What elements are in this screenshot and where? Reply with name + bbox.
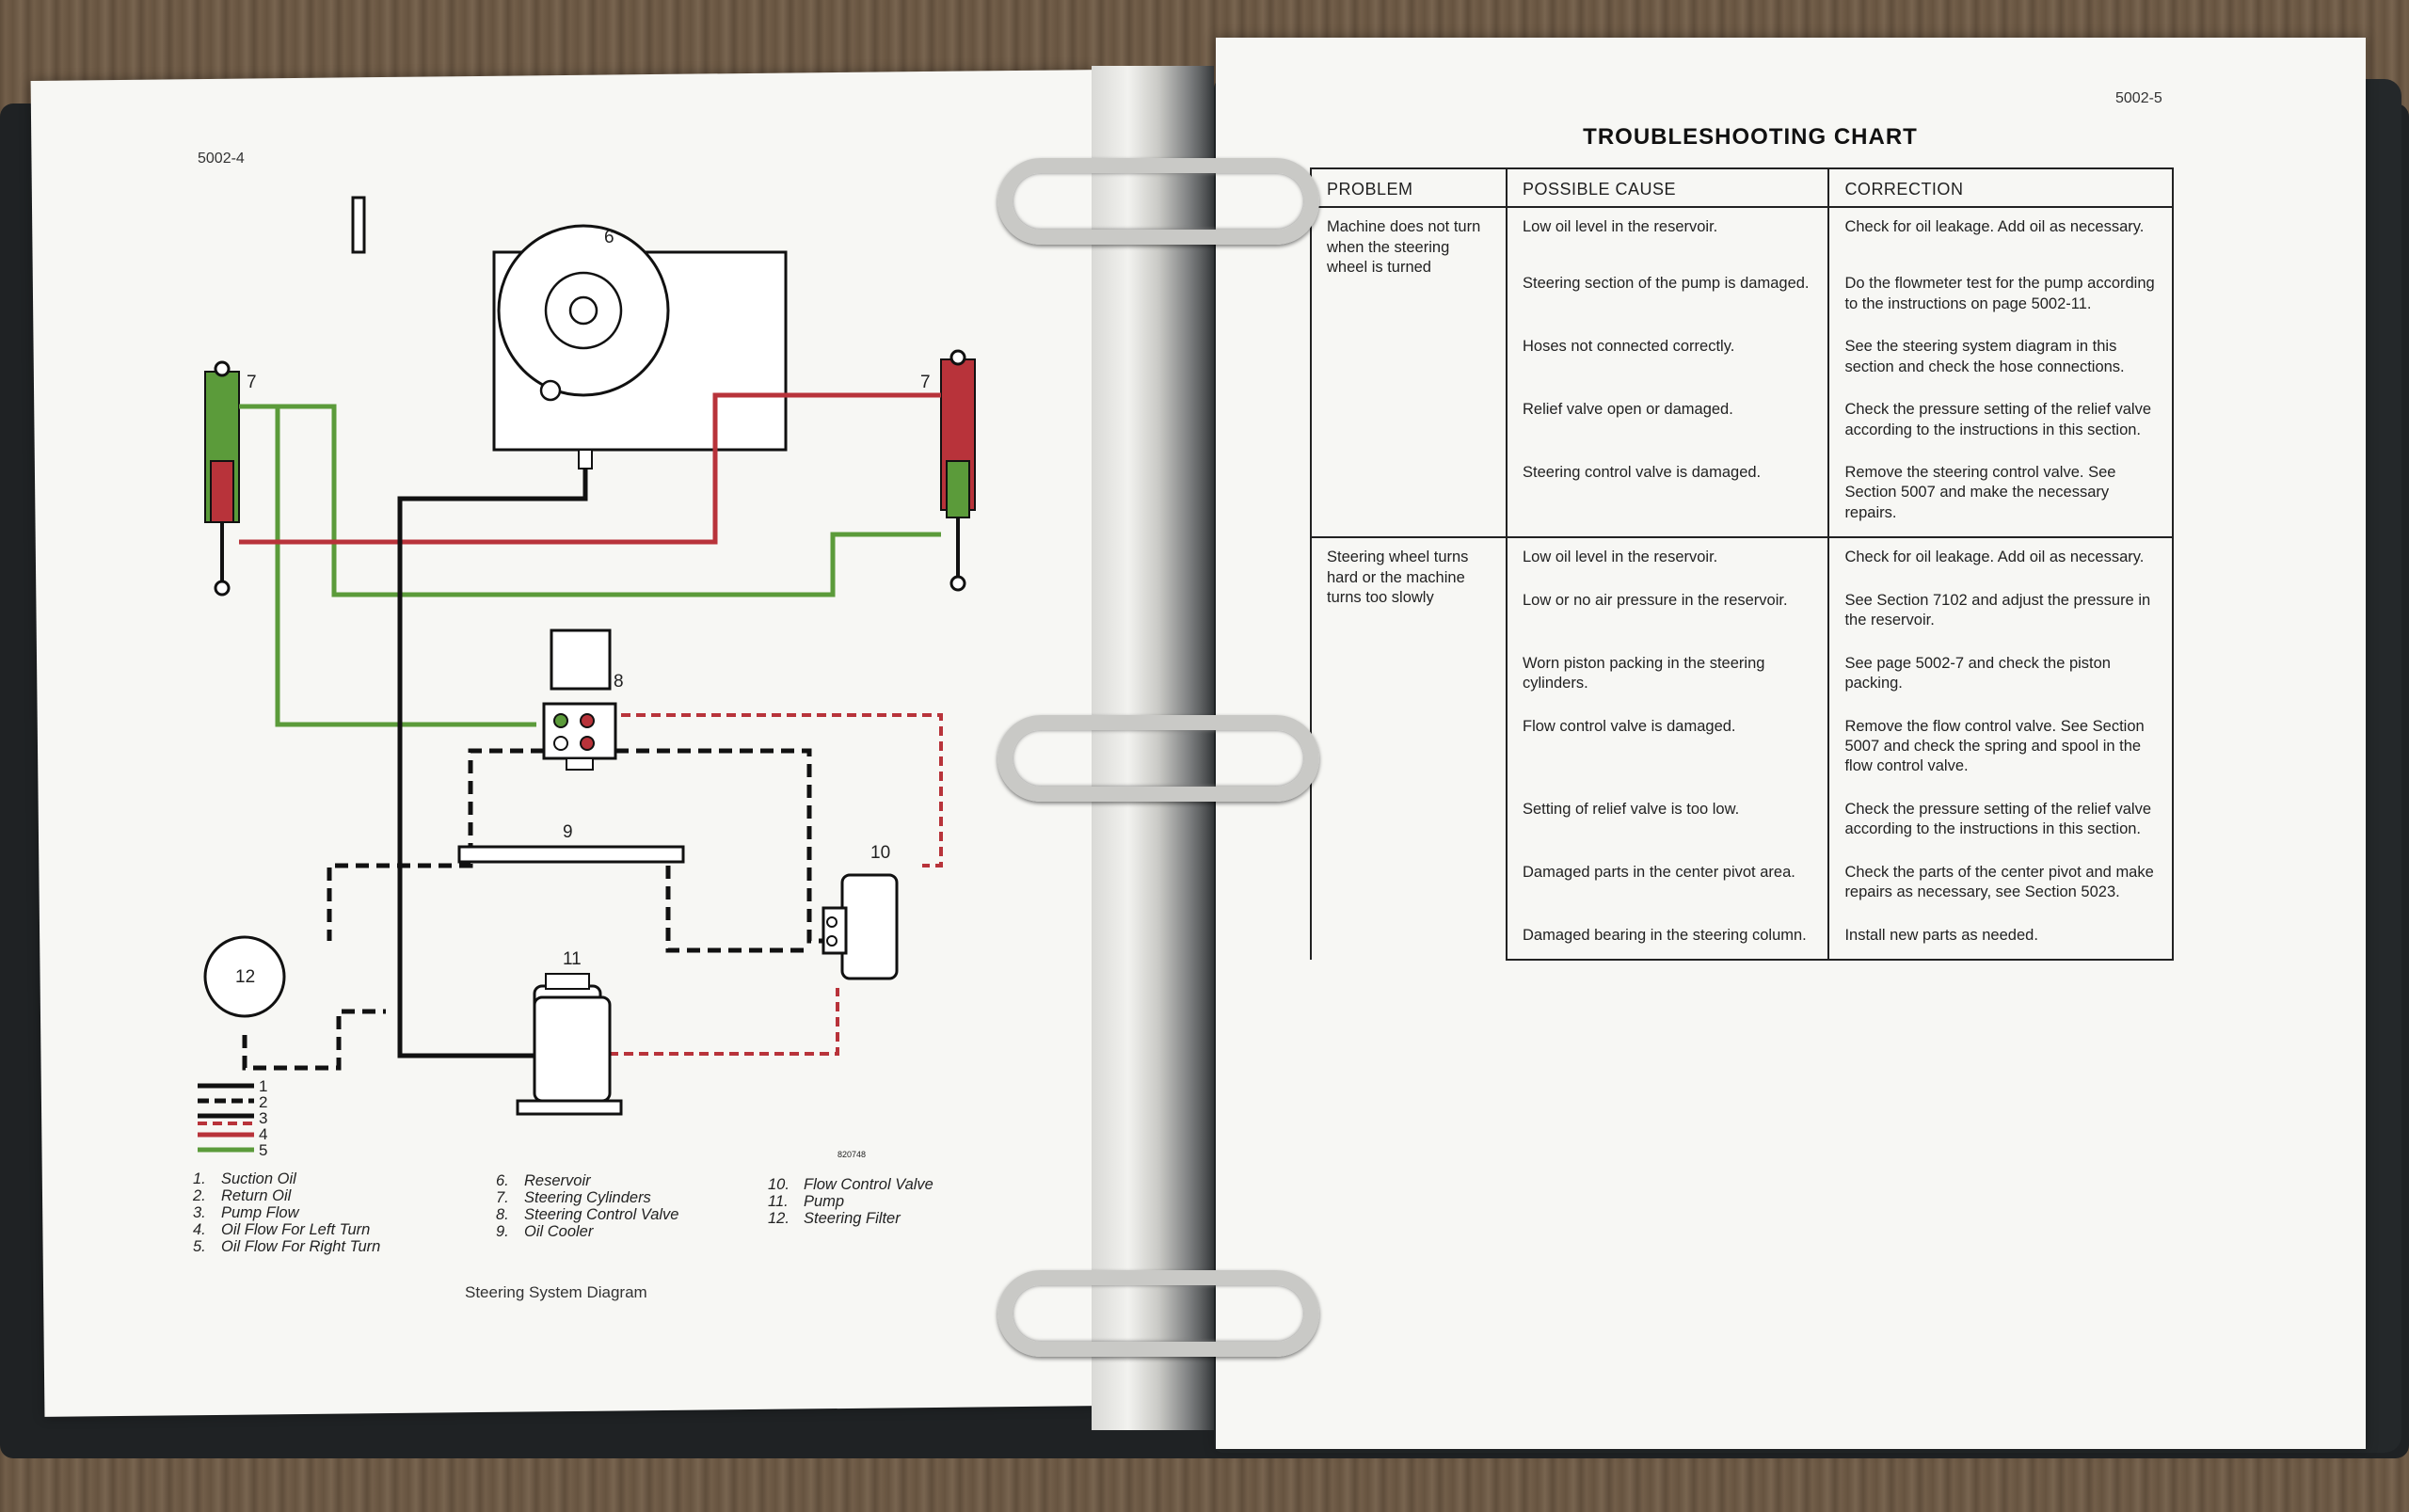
legend-item: 12.Steering Filter (768, 1210, 901, 1227)
steering-control-valve (542, 629, 617, 771)
figure-code: 820748 (838, 1150, 866, 1159)
binder-ring-top (997, 158, 1319, 245)
page-stack-spine (1092, 66, 1214, 1430)
legend-line-label-2: 2 (259, 1093, 267, 1111)
callout-7-right: 7 (920, 373, 931, 392)
problem-cell: Steering wheel turns hard or the machine… (1310, 536, 1508, 961)
table-row: Low or no air pressure in the reservoir.… (1311, 581, 2174, 645)
callout-11: 11 (563, 949, 582, 969)
cause-cell: Flow control valve is damaged. (1505, 707, 1830, 790)
correction-cell: Install new parts as needed. (1827, 915, 2174, 962)
correction-cell: See the steering system diagram in this … (1827, 327, 2174, 391)
correction-cell: Check the parts of the center pivot and … (1827, 852, 2174, 916)
cause-cell: Relief valve open or damaged. (1505, 390, 1830, 454)
callout-10: 10 (870, 843, 890, 863)
legend-line-label-3: 3 (259, 1109, 267, 1127)
correction-cell: Check the pressure setting of the relief… (1827, 390, 2174, 454)
callout-7-left: 7 (247, 373, 257, 392)
cause-cell: Low or no air pressure in the reservoir. (1505, 581, 1830, 645)
steering-diagram-lower: 1 2 3 4 5 820748 (198, 922, 866, 1159)
callout-8: 8 (614, 672, 624, 692)
callout-9: 9 (563, 822, 573, 842)
binder-ring-middle (997, 715, 1319, 802)
binder-ring-bottom (997, 1270, 1319, 1357)
legend-line-label-4: 4 (259, 1125, 267, 1143)
legend-item: 4.Oil Flow For Left Turn (193, 1221, 371, 1238)
correction-cell: Remove the steering control valve. See S… (1827, 454, 2174, 538)
legend-item: 8.Steering Control Valve (496, 1206, 679, 1223)
legend-line-label-1: 1 (259, 1077, 267, 1095)
legend-line-label-5: 5 (259, 1141, 267, 1159)
correction-cell: Remove the flow control valve. See Secti… (1827, 707, 2174, 790)
callout-12: 12 (235, 967, 255, 987)
legend-item: 7.Steering Cylinders (496, 1189, 651, 1206)
table-row: Hoses not connected correctly. See the s… (1311, 327, 2174, 391)
legend-item: 1.Suction Oil (193, 1170, 296, 1187)
cause-cell: Low oil level in the reservoir. (1505, 536, 1830, 581)
left-steering-cylinder (204, 360, 240, 597)
correction-cell: Check the pressure setting of the relief… (1827, 789, 2174, 853)
cause-cell: Steering control valve is damaged. (1505, 454, 1830, 538)
troubleshooting-chart-title: TROUBLESHOOTING CHART (1583, 124, 1918, 150)
correction-cell: Check for oil leakage. Add oil as necess… (1827, 206, 2174, 265)
legend-item: 9.Oil Cooler (496, 1223, 594, 1240)
cause-cell: Damaged bearing in the steering column. (1505, 915, 1830, 962)
table-header-row: PROBLEM POSSIBLE CAUSE CORRECTION (1310, 167, 2174, 209)
oil-cooler (457, 845, 685, 864)
table-row: Relief valve open or damaged. Check the … (1311, 390, 2174, 454)
table-row: Setting of relief valve is too low. Chec… (1311, 789, 2174, 853)
correction-cell: See Section 7102 and adjust the pressure… (1827, 581, 2174, 645)
header-possible-cause: POSSIBLE CAUSE (1505, 167, 1830, 209)
correction-cell: See page 5002-7 and check the piston pac… (1827, 644, 2174, 708)
right-steering-cylinder (940, 349, 976, 592)
legend-item: 2.Return Oil (193, 1187, 292, 1204)
correction-cell: Check for oil leakage. Add oil as necess… (1827, 536, 2174, 581)
troubleshooting-table: PROBLEM POSSIBLE CAUSE CORRECTION Machin… (1310, 167, 2174, 962)
cause-cell: Setting of relief valve is too low. (1505, 789, 1830, 853)
cause-cell: Low oil level in the reservoir. (1505, 206, 1830, 265)
legend-item: 5.Oil Flow For Right Turn (193, 1238, 381, 1255)
table-row: Steering section of the pump is damaged.… (1311, 264, 2174, 328)
left-page-number: 5002-4 (198, 151, 245, 167)
legend-item: 6.Reservoir (496, 1172, 591, 1189)
table-row: Damaged parts in the center pivot area. … (1311, 852, 2174, 916)
steering-filter (203, 935, 286, 1018)
table-row: Steering control valve is damaged. Remov… (1311, 454, 2174, 538)
header-problem: PROBLEM (1310, 167, 1508, 209)
flow-control-valve (822, 873, 899, 980)
legend-item: 10.Flow Control Valve (768, 1176, 933, 1193)
cause-cell: Worn piston packing in the steering cyli… (1505, 644, 1830, 708)
callout-6: 6 (604, 228, 614, 247)
cause-cell: Damaged parts in the center pivot area. (1505, 852, 1830, 916)
header-correction: CORRECTION (1827, 167, 2174, 209)
steering-system-diagram: 6 7 7 8 (203, 196, 976, 1054)
right-page-number: 5002-5 (2115, 90, 2162, 106)
legend-item: 3.Pump Flow (193, 1204, 299, 1221)
legend-item: 11.Pump (768, 1193, 845, 1210)
reservoir-component (351, 196, 788, 470)
cause-cell: Hoses not connected correctly. (1505, 327, 1830, 391)
table-row: Flow control valve is damaged. Remove th… (1311, 707, 2174, 790)
table-row: Damaged bearing in the steering column. … (1311, 915, 2174, 962)
table-row: Worn piston packing in the steering cyli… (1311, 644, 2174, 708)
problem-cell: Machine does not turn when the steering … (1310, 206, 1508, 538)
diagram-caption: Steering System Diagram (465, 1283, 647, 1301)
correction-cell: Do the flowmeter test for the pump accor… (1827, 264, 2174, 328)
table-row: Steering wheel turns hard or the machine… (1310, 536, 2174, 961)
table-row: Machine does not turn when the steering … (1310, 206, 2174, 538)
cause-cell: Steering section of the pump is damaged. (1505, 264, 1830, 328)
